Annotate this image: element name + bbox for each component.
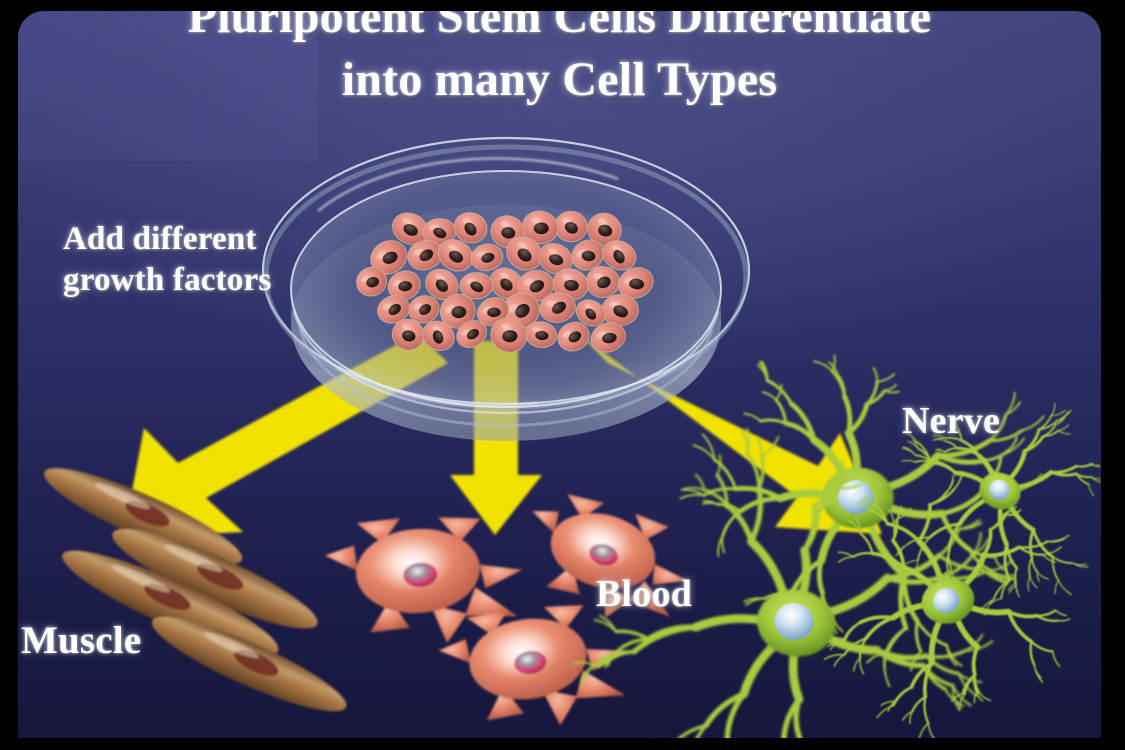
blood-cells xyxy=(324,494,688,726)
slide-photo: Pluripotent Stem Cells Differentiate int… xyxy=(18,11,1101,738)
stem-cell-colony xyxy=(356,210,654,353)
muscle-cells xyxy=(44,468,347,712)
label-blood: Blood xyxy=(596,573,693,615)
page-title-line-2: into many Cell Types xyxy=(341,53,778,106)
page-title-line-1: Pluripotent Stem Cells Differentiate xyxy=(187,11,932,43)
arrow-to-nerve xyxy=(578,333,882,534)
label-muscle: Muscle xyxy=(21,619,142,662)
illustration-canvas xyxy=(44,136,1101,738)
dish-inner-rim xyxy=(290,170,722,408)
petri-dish xyxy=(261,136,751,441)
nerve-cells xyxy=(571,354,1101,738)
annotation-growth-factors: Add different growth factors xyxy=(63,221,272,298)
label-nerve: Nerve xyxy=(902,400,1001,442)
